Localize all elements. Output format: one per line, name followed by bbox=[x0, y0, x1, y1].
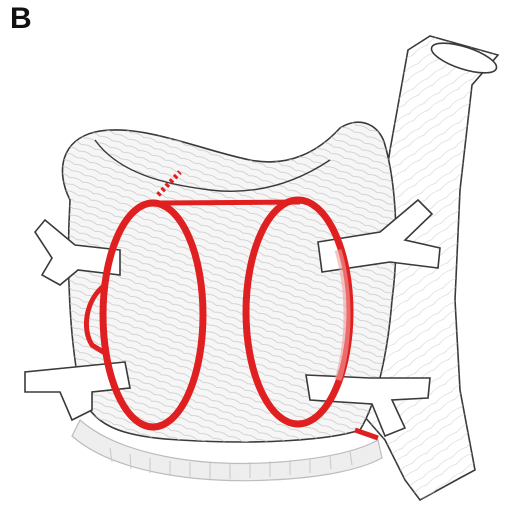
coronary-sinus-lesion bbox=[355, 430, 378, 438]
roof-line-lesion bbox=[160, 202, 300, 203]
